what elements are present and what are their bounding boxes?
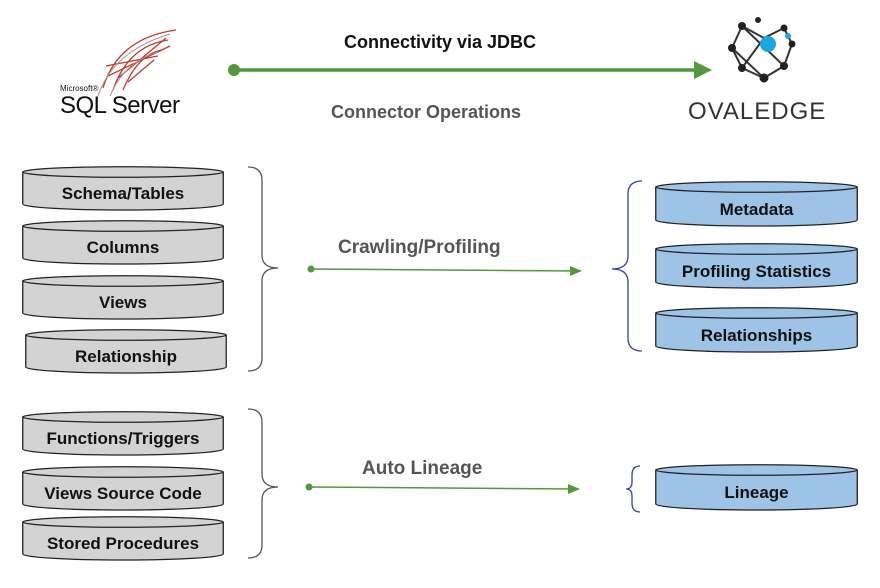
target-profiling-statistics-label: Profiling Statistics (681, 261, 832, 281)
source-stored-procedures-label: Stored Procedures (46, 534, 200, 553)
target-brace-lineage (625, 465, 641, 513)
source-views-label: Views (99, 293, 147, 312)
target-relationships-label: Relationships (700, 325, 813, 345)
source-views-cylinder-shape (22, 275, 224, 320)
target-metadata-cylinder-shape (655, 181, 858, 227)
source-relationship-label: Relationship (74, 347, 177, 366)
target-profiling-statistics-cylinder: Profiling Statistics (655, 243, 858, 289)
target-relationships-cylinder: Relationships (655, 307, 858, 353)
lineage-flow-label: Auto Lineage (362, 458, 483, 479)
sql-server-microsoft-text: Microsoft® (60, 84, 99, 93)
ovaledge-network-icon (728, 17, 796, 83)
target-lineage-label: Lineage (724, 483, 789, 502)
sql-server-logo: Microsoft® SQL Server (58, 16, 198, 122)
target-profiling-statistics-cylinder-shape (655, 243, 858, 289)
source-functions-triggers-label: Functions/Triggers (46, 429, 200, 448)
source-stored-procedures-cylinder: Stored Procedures (22, 516, 224, 561)
connectivity-label: Connectivity via JDBC (344, 32, 537, 52)
target-brace-crawl (611, 180, 643, 352)
source-columns-label: Columns (86, 238, 160, 257)
source-schema-tables-label: Schema/Tables (61, 184, 185, 203)
target-metadata-label: Metadata (719, 199, 794, 219)
source-functions-triggers-cylinder-shape (22, 411, 224, 456)
source-schema-tables-cylinder-shape (22, 166, 224, 211)
sql-server-logo-mark (97, 29, 177, 97)
source-columns-cylinder-shape (22, 220, 224, 265)
target-metadata-cylinder: Metadata (655, 181, 858, 227)
target-lineage-cylinder-shape (655, 464, 858, 511)
source-relationship-cylinder: Relationship (25, 329, 227, 374)
source-stored-procedures-cylinder-shape (22, 516, 224, 561)
source-views-source-code-cylinder-shape (22, 466, 224, 511)
source-views-source-code-label: Views Source Code (44, 484, 202, 503)
connector-operations-label: Connector Operations (331, 102, 522, 122)
jdbc-arrow (228, 61, 712, 79)
sql-server-name-text: SQL Server (60, 92, 180, 119)
source-views-cylinder: Views (22, 275, 224, 320)
source-schema-tables-cylinder: Schema/Tables (22, 166, 224, 211)
source-columns-cylinder: Columns (22, 220, 224, 265)
target-relationships-cylinder-shape (655, 307, 858, 353)
source-brace-lineage (247, 408, 279, 559)
ovaledge-wordmark: OVALEDGE (688, 98, 827, 125)
source-functions-triggers-cylinder: Functions/Triggers (22, 411, 224, 456)
source-relationship-cylinder-shape (25, 329, 227, 374)
lineage-arrow (305, 483, 580, 494)
ovaledge-logo: OVALEDGE (680, 8, 850, 128)
crawl-arrow (307, 265, 582, 276)
crawl-flow-label: Crawling/Profiling (338, 237, 501, 258)
source-brace-crawl (247, 166, 279, 372)
target-lineage-cylinder: Lineage (655, 464, 858, 511)
source-views-source-code-cylinder: Views Source Code (22, 466, 224, 511)
